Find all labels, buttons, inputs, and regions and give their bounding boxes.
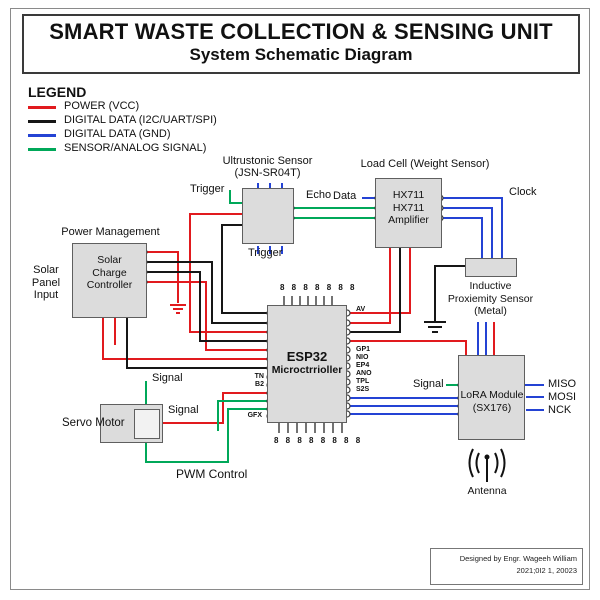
page-subtitle: System Schematic Diagram [189, 45, 413, 64]
ultrasonic-title-line2: (JSN-SR04T) [234, 167, 301, 179]
nck-label: NCK [548, 404, 572, 416]
power-body-line1: Solar [97, 254, 122, 266]
proximity-line1: Inductive [469, 280, 512, 292]
credit-box: Designed by Engr. Wageeh William 2021;0I… [430, 548, 583, 585]
esp32-name: ESP32 [286, 349, 328, 364]
antenna-label: Antenna [467, 485, 507, 497]
solar-input-line2: Panel [31, 276, 61, 289]
power-body-line3: Controller [86, 279, 133, 291]
title-box: SMART WASTE COLLECTION & SENSING UNIT Sy… [22, 14, 580, 74]
servo-signal-top-label: Signal [152, 372, 183, 384]
power-body-line2: Charge [92, 266, 127, 279]
load-cell-block [375, 178, 442, 248]
esp32-pin-label-gp1: GP1 [356, 346, 371, 353]
esp32-pin-label-b2: B2 [255, 381, 264, 388]
esp32-subname: Microctrrioller [271, 363, 343, 376]
legend-label: DIGITAL DATA (GND) [64, 128, 171, 140]
sensor-line-swatch [28, 148, 56, 151]
esp32-pin-label-s2s: S2S [356, 386, 370, 393]
power-line-swatch [28, 106, 56, 109]
pwm-control-label: PWM Control [176, 467, 248, 481]
servo-motor-label: Servo Motor [62, 417, 125, 429]
load-cell-title: Load Cell (Weight Sensor) [360, 158, 490, 170]
sensor-wires [145, 190, 458, 463]
echo-label: Echo [306, 189, 332, 201]
trigger-top-label: Trigger [190, 183, 225, 195]
esp32-block [267, 305, 347, 423]
power-management-title: Power Management [61, 226, 160, 238]
hx711-line1: HX711 [392, 189, 425, 201]
digital-wires [126, 224, 469, 369]
miso-label: MISO [548, 378, 577, 390]
lora-signal-label: Signal [413, 378, 444, 390]
hx711-line3: Amplifier [388, 214, 429, 226]
proximity-sensor-label: Inductive Proxiemity Sensor (Metal) [428, 280, 553, 318]
ultrasonic-sensor-block [242, 188, 294, 244]
clock-label: Clock [509, 186, 537, 198]
esp32-pin-label-ano: ANO [356, 370, 372, 377]
solar-input-line3: Input [33, 289, 59, 301]
esp32-bottom-pin-row: 8 8 8 8 8 8 8 8 [274, 436, 363, 445]
esp32-pin-label-nio: NIO [356, 354, 369, 361]
lora-module-body: LoRA Module (SX176) [456, 389, 528, 414]
legend-label: POWER (VCC) [64, 100, 140, 112]
lora-module-block [458, 355, 525, 440]
antenna-icon [468, 448, 506, 482]
outer-frame [10, 8, 590, 590]
proximity-line3: (Metal) [474, 305, 507, 317]
trigger-bottom-label: Trigger [248, 247, 283, 259]
esp32-body: ESP32 Microctrrioller [267, 349, 347, 376]
esp32-pin-label-tn: TN [254, 373, 264, 380]
credit-line2: 2021;0I2 1, 20023 [516, 566, 577, 575]
esp32-pin-label-ep4: EP4 [356, 362, 370, 369]
page-title: SMART WASTE COLLECTION & SENSING UNIT [49, 19, 553, 44]
esp32-pin-label-gfx: GFX [247, 412, 262, 419]
mosi-label: MOSI [548, 391, 577, 403]
proximity-line2: Proxiemity Sensor [447, 292, 534, 305]
servo-signal-right-label: Signal [168, 404, 199, 416]
lora-line2: (SX176) [472, 401, 512, 414]
ultrasonic-title: Ultrustonic Sensor (JSN-SR04T) [200, 155, 335, 179]
legend-label: SENSOR/ANALOG SIGNAL) [64, 142, 207, 154]
solar-charge-controller: Solar Charge Controller [73, 254, 146, 292]
digital-line-swatch [28, 120, 56, 123]
proximity-sensor-block [465, 258, 517, 277]
data-label: Data [333, 190, 357, 202]
credit-line1: Designed by Engr. Wageeh William [459, 554, 577, 563]
power-management-block [72, 243, 147, 318]
esp32-pin-stems [278, 296, 343, 433]
solar-input-line1: Solar [33, 264, 59, 276]
ultrasonic-title-line1: Ultrustonic Sensor [222, 155, 313, 167]
lora-line1: LoRA Module [460, 389, 524, 401]
servo-connector-block [134, 409, 160, 439]
legend-heading: LEGEND [28, 84, 87, 100]
esp32-pin-label-tpl: TPL [356, 378, 370, 385]
solar-panel-input-label: Solar Panel Input [22, 264, 70, 302]
legend-label: DIGITAL DATA (I2C/UART/SPI) [64, 114, 217, 126]
gnd-line-swatch [28, 134, 56, 137]
hx711-line2: HX711 [392, 201, 425, 214]
load-cell-body: HX711 HX711 Amplifier [376, 189, 441, 227]
esp32-pin-label-av: AV [356, 306, 366, 313]
esp32-top-pin-row: 8 8 8 8 8 8 8 [280, 283, 357, 292]
